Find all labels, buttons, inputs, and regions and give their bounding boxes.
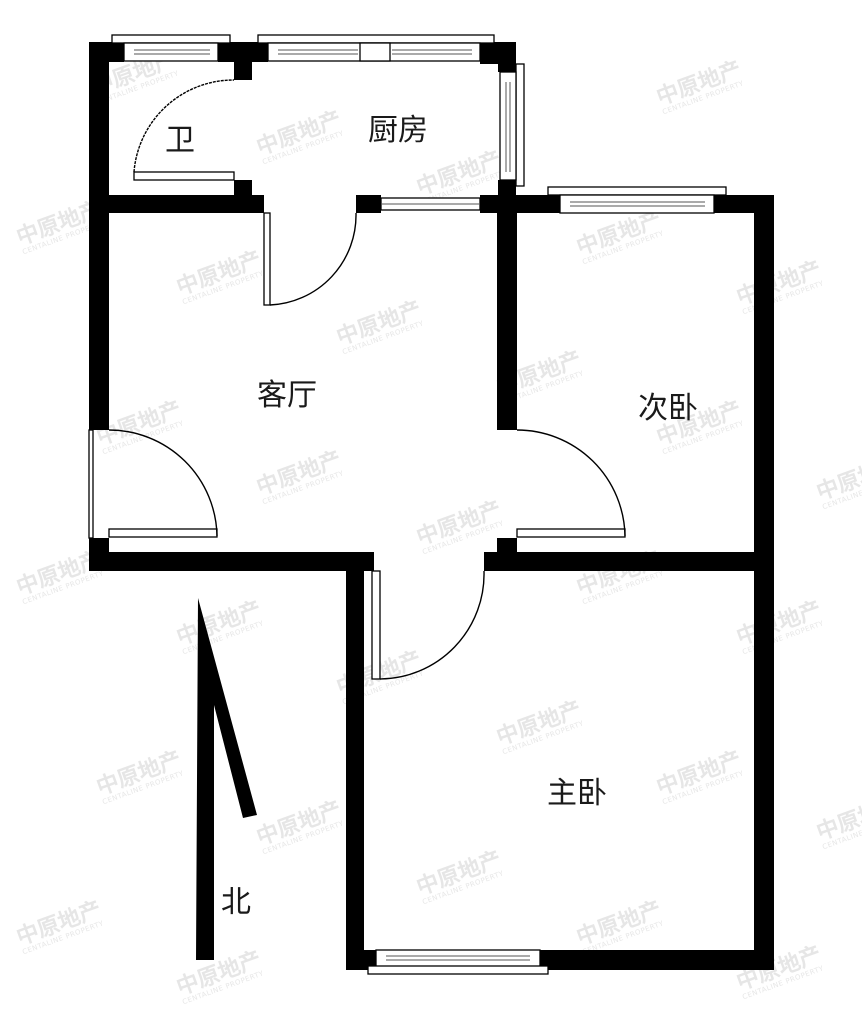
room-label-second-bedroom: 次卧	[638, 391, 698, 426]
doors	[88, 79, 626, 680]
north-arrow-icon	[196, 598, 257, 960]
room-label-master-bedroom: 主卧	[547, 776, 607, 811]
windows	[111, 34, 727, 975]
room-label-bathroom: 卫	[165, 123, 195, 158]
room-labels: 卫 厨房 客厅 次卧 主卧	[165, 113, 698, 811]
room-label-kitchen: 厨房	[368, 113, 428, 148]
room-label-living-room: 客厅	[257, 378, 317, 413]
walls	[89, 42, 774, 970]
compass: 北	[196, 598, 257, 960]
compass-north-label: 北	[221, 885, 251, 920]
